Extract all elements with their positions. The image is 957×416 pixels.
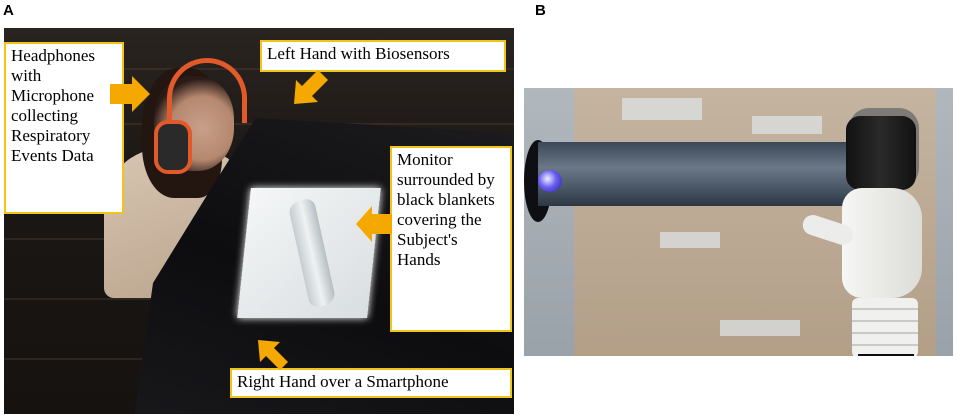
arrow-right-hand	[258, 340, 288, 370]
tape-strip	[660, 232, 720, 248]
headphones-earcup	[154, 120, 192, 174]
virtual-tube	[538, 142, 856, 206]
arrow-monitor	[356, 206, 392, 242]
tape-strip	[622, 98, 702, 120]
label-right-hand: Right Hand over a Smartphone	[230, 368, 512, 398]
panel-a-letter: A	[3, 2, 14, 19]
arrow-left-hand	[294, 70, 328, 104]
glowing-ball	[538, 170, 562, 192]
tape-strip	[752, 116, 822, 134]
panel-b-render	[524, 88, 953, 356]
arrow-headphones	[110, 76, 150, 112]
virtual-hand	[800, 116, 934, 356]
tape-strip	[720, 320, 800, 336]
panel-b-letter: B	[535, 2, 546, 19]
label-headphones: Headphones with Microphone collecting Re…	[4, 42, 124, 214]
panel-a-photo	[4, 28, 514, 414]
hand-forearm	[858, 354, 914, 356]
hand-fingers	[846, 116, 916, 190]
label-monitor: Monitor surrounded by black blankets cov…	[390, 146, 512, 332]
headphones-band	[167, 58, 247, 123]
label-left-hand: Left Hand with Biosensors	[260, 40, 506, 72]
hand-palm	[842, 188, 922, 298]
hand-cuff	[852, 298, 918, 356]
